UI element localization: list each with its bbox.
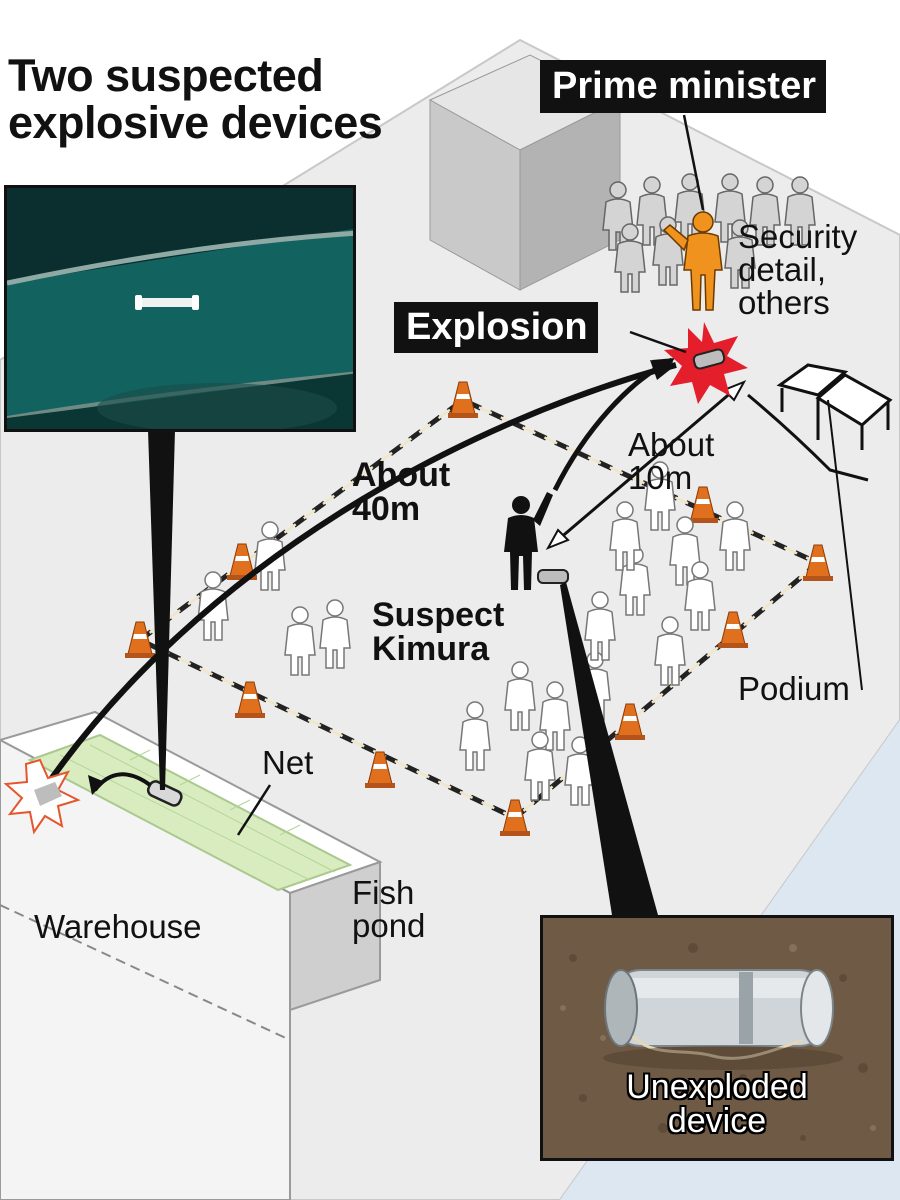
suspect-label: Suspect Kimura — [372, 598, 504, 666]
photo-callout-beam-bottom — [560, 582, 658, 915]
photo-thrown-device — [4, 185, 356, 432]
distance-40m-line-2: 40m — [352, 490, 421, 528]
explosion-label: Explosion — [394, 302, 598, 353]
suspect-figure — [504, 492, 553, 590]
net-label: Net — [262, 744, 314, 781]
suspect-label-line-2: Kimura — [372, 630, 490, 668]
fish-pond-label: Fish pond — [352, 876, 425, 942]
unexploded-device-icon — [537, 569, 569, 584]
unexploded-device-label: Unexploded device — [560, 1070, 874, 1138]
warehouse-label: Warehouse — [34, 908, 202, 945]
podium-label: Podium — [738, 670, 850, 707]
pm-leader-line — [682, 114, 705, 211]
security-label-line-3: others — [738, 284, 830, 321]
arrow-40m — [37, 362, 677, 797]
distance-40m-line-1: About — [352, 456, 451, 494]
title-line-1: Two suspected — [8, 50, 324, 101]
explosion-leader-line — [629, 330, 687, 354]
arrow-10m-throw — [552, 357, 674, 492]
photo-unexploded-device — [540, 915, 894, 1161]
podium-leader-line — [827, 399, 863, 691]
unexploded-label-line-2: device — [667, 1102, 767, 1140]
photo-callout-beam-top — [148, 430, 175, 790]
diagram-title: Two suspected explosive devices — [8, 50, 383, 149]
security-detail-label: Security detail, others — [738, 220, 857, 319]
unexploded-label-line-1: Unexploded — [626, 1068, 808, 1106]
security-label-line-2: detail, — [738, 251, 827, 288]
security-label-line-1: Security — [738, 218, 858, 255]
prime-minister-figure — [662, 211, 723, 311]
fish-pond — [27, 733, 353, 892]
podium-table-icon — [747, 363, 893, 482]
fish-pond-line-2: pond — [352, 907, 426, 944]
distance-40m-label: About 40m — [352, 458, 450, 526]
distance-10m-label: About 10m — [628, 428, 714, 494]
distance-10m-line-1: About — [628, 426, 715, 463]
fish-pond-line-1: Fish — [352, 874, 415, 911]
prime-minister-label: Prime minister — [540, 60, 826, 113]
pond-device-icon — [146, 780, 183, 807]
suspect-label-line-1: Suspect — [372, 596, 505, 634]
pipe-bomb-icon — [692, 348, 726, 370]
net-leader-line — [236, 784, 272, 836]
distance-10m-line-2: 10m — [628, 459, 693, 496]
title-line-2: explosive devices — [8, 97, 383, 149]
